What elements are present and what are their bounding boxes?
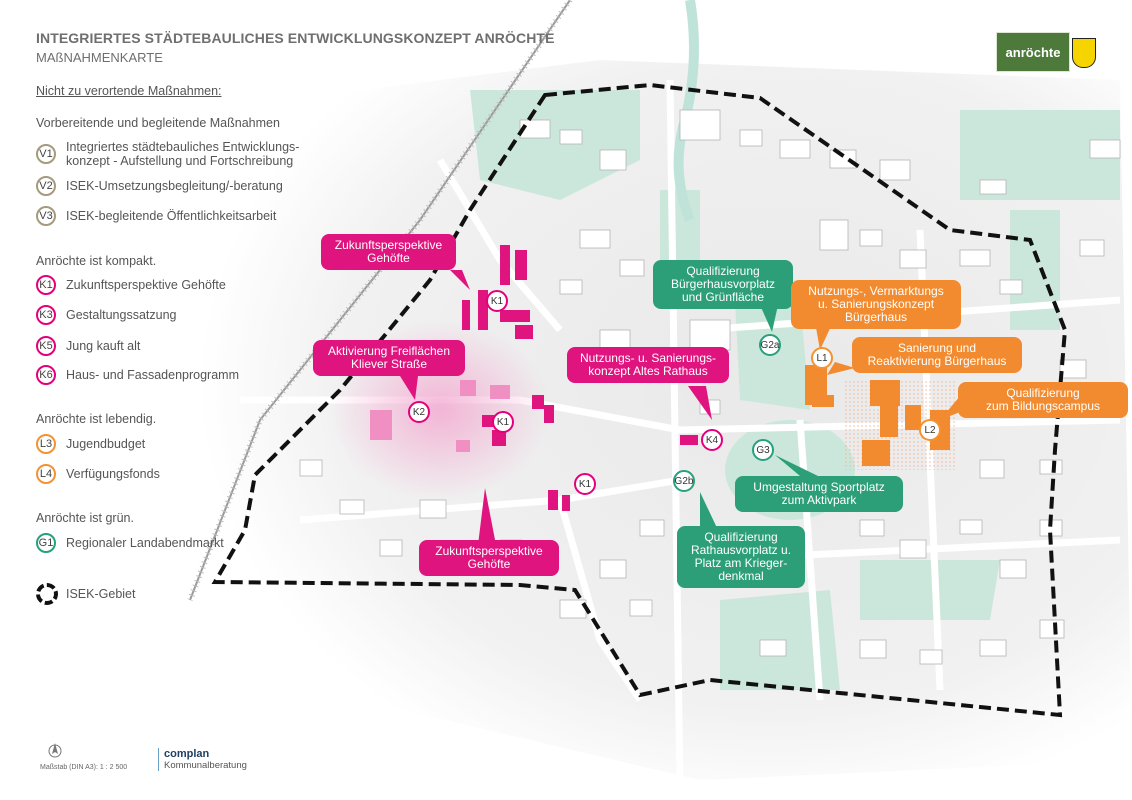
marker-g2b[interactable]: G2b bbox=[673, 470, 695, 492]
marker-l1[interactable]: L1 bbox=[811, 347, 833, 369]
logo-text: anröchte bbox=[1005, 44, 1061, 60]
legend-item-l4: L4 Verfügungsfonds bbox=[36, 464, 160, 484]
k2-buildings bbox=[370, 380, 510, 452]
legend-group-heading: Vorbereitende und begleitende Maßnahmen bbox=[36, 116, 280, 130]
legend-badge: K5 bbox=[36, 336, 56, 356]
callout-aktivpark[interactable]: Umgestaltung Sportplatz zum Aktivpark bbox=[735, 476, 903, 512]
legend-badge: L3 bbox=[36, 434, 56, 454]
legend-label: Gestaltungssatzung bbox=[66, 308, 177, 322]
page-title: INTEGRIERTES STÄDTEBAULICHES ENTWICKLUNG… bbox=[36, 30, 555, 46]
railway bbox=[189, 0, 571, 601]
legend-item-k3: K3 Gestaltungssatzung bbox=[36, 305, 177, 325]
isek-boundary bbox=[211, 82, 1068, 718]
legend-label: Jung kauft alt bbox=[66, 339, 141, 353]
marker-l2[interactable]: L2 bbox=[919, 419, 941, 441]
legend-badge: K6 bbox=[36, 365, 56, 385]
legend-label: Integriertes städtebauliches Entwicklung… bbox=[66, 140, 300, 168]
buildings bbox=[299, 109, 1121, 665]
legend-label: Regionaler Landabendmarkt bbox=[66, 536, 224, 550]
legend-badge: V2 bbox=[36, 176, 56, 196]
brand-name: complan bbox=[164, 748, 210, 760]
legend-group-heading: Anröchte ist grün. bbox=[36, 511, 134, 525]
callout-sanierung-buergerhaus[interactable]: Sanierung und Reaktivierung Bürgerhaus bbox=[852, 337, 1022, 373]
legend-badge: V3 bbox=[36, 206, 56, 226]
callout-buergerhaus-konzept[interactable]: Nutzungs-, Vermarktungs u. Sanierungskon… bbox=[791, 280, 961, 329]
legend-badge: K3 bbox=[36, 305, 56, 325]
marker-k1-center[interactable]: K1 bbox=[492, 411, 514, 433]
legend-group-heading: Anröchte ist lebendig. bbox=[36, 412, 157, 426]
legend-label: Jugendbudget bbox=[66, 437, 146, 451]
legend-isek: ISEK-Gebiet bbox=[36, 583, 135, 605]
callout-rathausvorplatz[interactable]: Qualifizierung Rathausvorplatz u. Platz … bbox=[677, 526, 805, 588]
isek-boundary-icon bbox=[36, 583, 58, 605]
legend-label: Zukunftsperspektive Gehöfte bbox=[66, 278, 226, 292]
legend-badge: V1 bbox=[36, 144, 56, 164]
legend-item-v2: V2 ISEK-Umsetzungsbegleitung/-beratung bbox=[36, 176, 283, 196]
north-arrow-icon bbox=[48, 743, 62, 758]
legend-item-k1: K1 Zukunftsperspektive Gehöfte bbox=[36, 275, 226, 295]
publisher-brand: complan Kommunalberatung bbox=[158, 748, 247, 771]
marker-k1-south[interactable]: K1 bbox=[574, 473, 596, 495]
scale-label: Maßstab (DIN A3): 1 : 2 500 bbox=[40, 764, 128, 771]
legend-group-heading: Anröchte ist kompakt. bbox=[36, 254, 157, 268]
legend-label: ISEK-Umsetzungsbegleitung/-beratung bbox=[66, 179, 283, 193]
legend-badge: L4 bbox=[36, 464, 56, 484]
callout-buergerhausvorplatz[interactable]: Qualifizierung Bürgerhausvorplatz und Gr… bbox=[653, 260, 793, 309]
marker-k2[interactable]: K2 bbox=[408, 401, 430, 423]
legend-item-g1: G1 Regionaler Landabendmarkt bbox=[36, 533, 224, 553]
legend-item-v1: V1 Integriertes städtebauliches Entwickl… bbox=[36, 140, 299, 168]
callout-zukunftsperspektive-south[interactable]: Zukunftsperspektive Gehöfte bbox=[419, 540, 559, 576]
page-subtitle: MAßNAHMENKARTE bbox=[36, 50, 163, 65]
coat-of-arms-icon bbox=[1072, 38, 1096, 68]
legend-label: ISEK-begleitende Öffentlichkeitsarbeit bbox=[66, 209, 277, 223]
legend-not-localized-heading: Nicht zu verortende Maßnahmen: bbox=[36, 84, 222, 98]
marker-k4[interactable]: K4 bbox=[701, 429, 723, 451]
callout-pointers bbox=[400, 270, 960, 545]
marker-g2a[interactable]: G2a bbox=[759, 334, 781, 356]
legend-badge: K1 bbox=[36, 275, 56, 295]
legend-isek-label: ISEK-Gebiet bbox=[66, 587, 136, 601]
callout-bildungscampus[interactable]: Qualifizierung zum Bildungscampus bbox=[958, 382, 1128, 418]
callout-zukunftsperspektive-north[interactable]: Zukunftsperspektive Gehöfte bbox=[321, 234, 456, 270]
callout-aktivierung-freiflaechen[interactable]: Aktivierung Freiflächen Kliever Straße bbox=[313, 340, 465, 376]
marker-g3[interactable]: G3 bbox=[752, 439, 774, 461]
legend-item-l3: L3 Jugendbudget bbox=[36, 434, 145, 454]
legend-badge: G1 bbox=[36, 533, 56, 553]
municipality-logo: anröchte bbox=[996, 32, 1070, 72]
k1-buildings bbox=[462, 245, 698, 511]
legend-item-k6: K6 Haus- und Fassadenprogramm bbox=[36, 365, 239, 385]
legend-item-v3: V3 ISEK-begleitende Öffentlichkeitsarbei… bbox=[36, 206, 276, 226]
legend-label: Haus- und Fassadenprogramm bbox=[66, 368, 239, 382]
legend-label: Verfügungsfonds bbox=[66, 467, 160, 481]
callout-altes-rathaus[interactable]: Nutzungs- u. Sanierungs- konzept Altes R… bbox=[567, 347, 729, 383]
brand-subtitle: Kommunalberatung bbox=[164, 760, 247, 771]
marker-k1-north[interactable]: K1 bbox=[486, 290, 508, 312]
legend-item-k5: K5 Jung kauft alt bbox=[36, 336, 140, 356]
